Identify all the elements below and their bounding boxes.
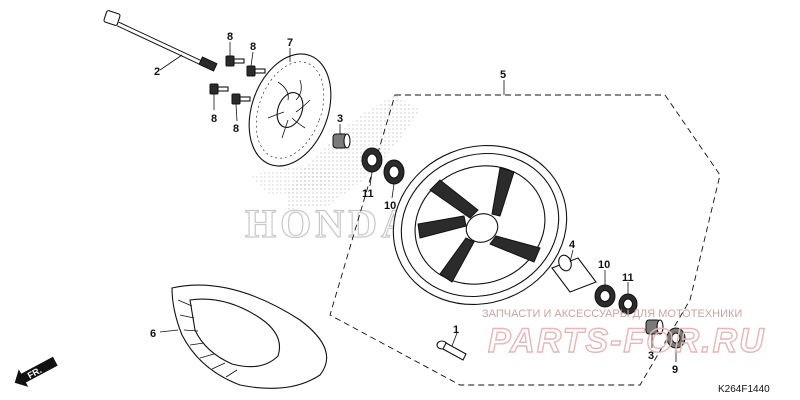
arrow-left-icon bbox=[14, 356, 58, 387]
callout-4: 4 bbox=[569, 239, 576, 251]
radial-bearing bbox=[594, 284, 616, 308]
front-wheel-rim bbox=[392, 144, 568, 306]
leader-line bbox=[569, 249, 574, 263]
axle-shaft bbox=[103, 10, 218, 72]
wheel-assembly-boundary bbox=[329, 94, 721, 386]
watermark-site-logo: PARTS-FOR.RU bbox=[488, 322, 766, 360]
front-direction-arrow: FR. bbox=[14, 356, 58, 387]
leader-line bbox=[391, 183, 395, 199]
wheel-spacer bbox=[551, 254, 597, 293]
callout-6: 6 bbox=[150, 328, 156, 340]
callout-11: 11 bbox=[362, 188, 374, 200]
brake-disc bbox=[248, 53, 332, 167]
callout-9: 9 bbox=[672, 364, 678, 376]
callout-7: 7 bbox=[287, 37, 293, 49]
front-tire bbox=[171, 284, 328, 389]
honda-brand-watermark: HONDA bbox=[245, 201, 414, 246]
tire-valve bbox=[436, 340, 467, 361]
callout-1: 1 bbox=[453, 324, 459, 336]
disc-bolt bbox=[209, 83, 229, 95]
callout-3: 3 bbox=[337, 113, 343, 125]
leader-line bbox=[451, 332, 458, 347]
disc-bolt bbox=[225, 55, 245, 67]
callout-8: 8 bbox=[250, 41, 256, 53]
callout-8: 8 bbox=[211, 113, 217, 125]
callout-11: 11 bbox=[622, 272, 634, 284]
callout-8: 8 bbox=[233, 123, 239, 135]
callout-3: 3 bbox=[648, 350, 654, 362]
callout-10: 10 bbox=[598, 259, 610, 271]
callout-10: 10 bbox=[384, 200, 396, 212]
leader-line bbox=[250, 51, 254, 67]
radial-bearing bbox=[383, 159, 405, 185]
disc-bolt bbox=[231, 93, 251, 105]
callout-8: 8 bbox=[227, 31, 233, 43]
leader-line bbox=[235, 103, 238, 122]
leader-line bbox=[159, 329, 179, 333]
leader-line bbox=[369, 171, 373, 187]
leader-line bbox=[159, 54, 183, 71]
disc-bolt bbox=[246, 65, 266, 77]
watermark-tagline: ЗАПЧАСТИ И АКСЕССУАРЫ ДЛЯ МОТОТЕХНИКИ bbox=[482, 308, 742, 320]
dust-seal bbox=[361, 147, 383, 173]
distance-collar bbox=[332, 133, 351, 149]
axle-collar bbox=[666, 327, 686, 349]
callout-5: 5 bbox=[500, 69, 506, 81]
callout-2: 2 bbox=[154, 66, 160, 78]
reference-code: K264F1440 bbox=[718, 384, 770, 395]
distance-collar bbox=[645, 319, 664, 335]
